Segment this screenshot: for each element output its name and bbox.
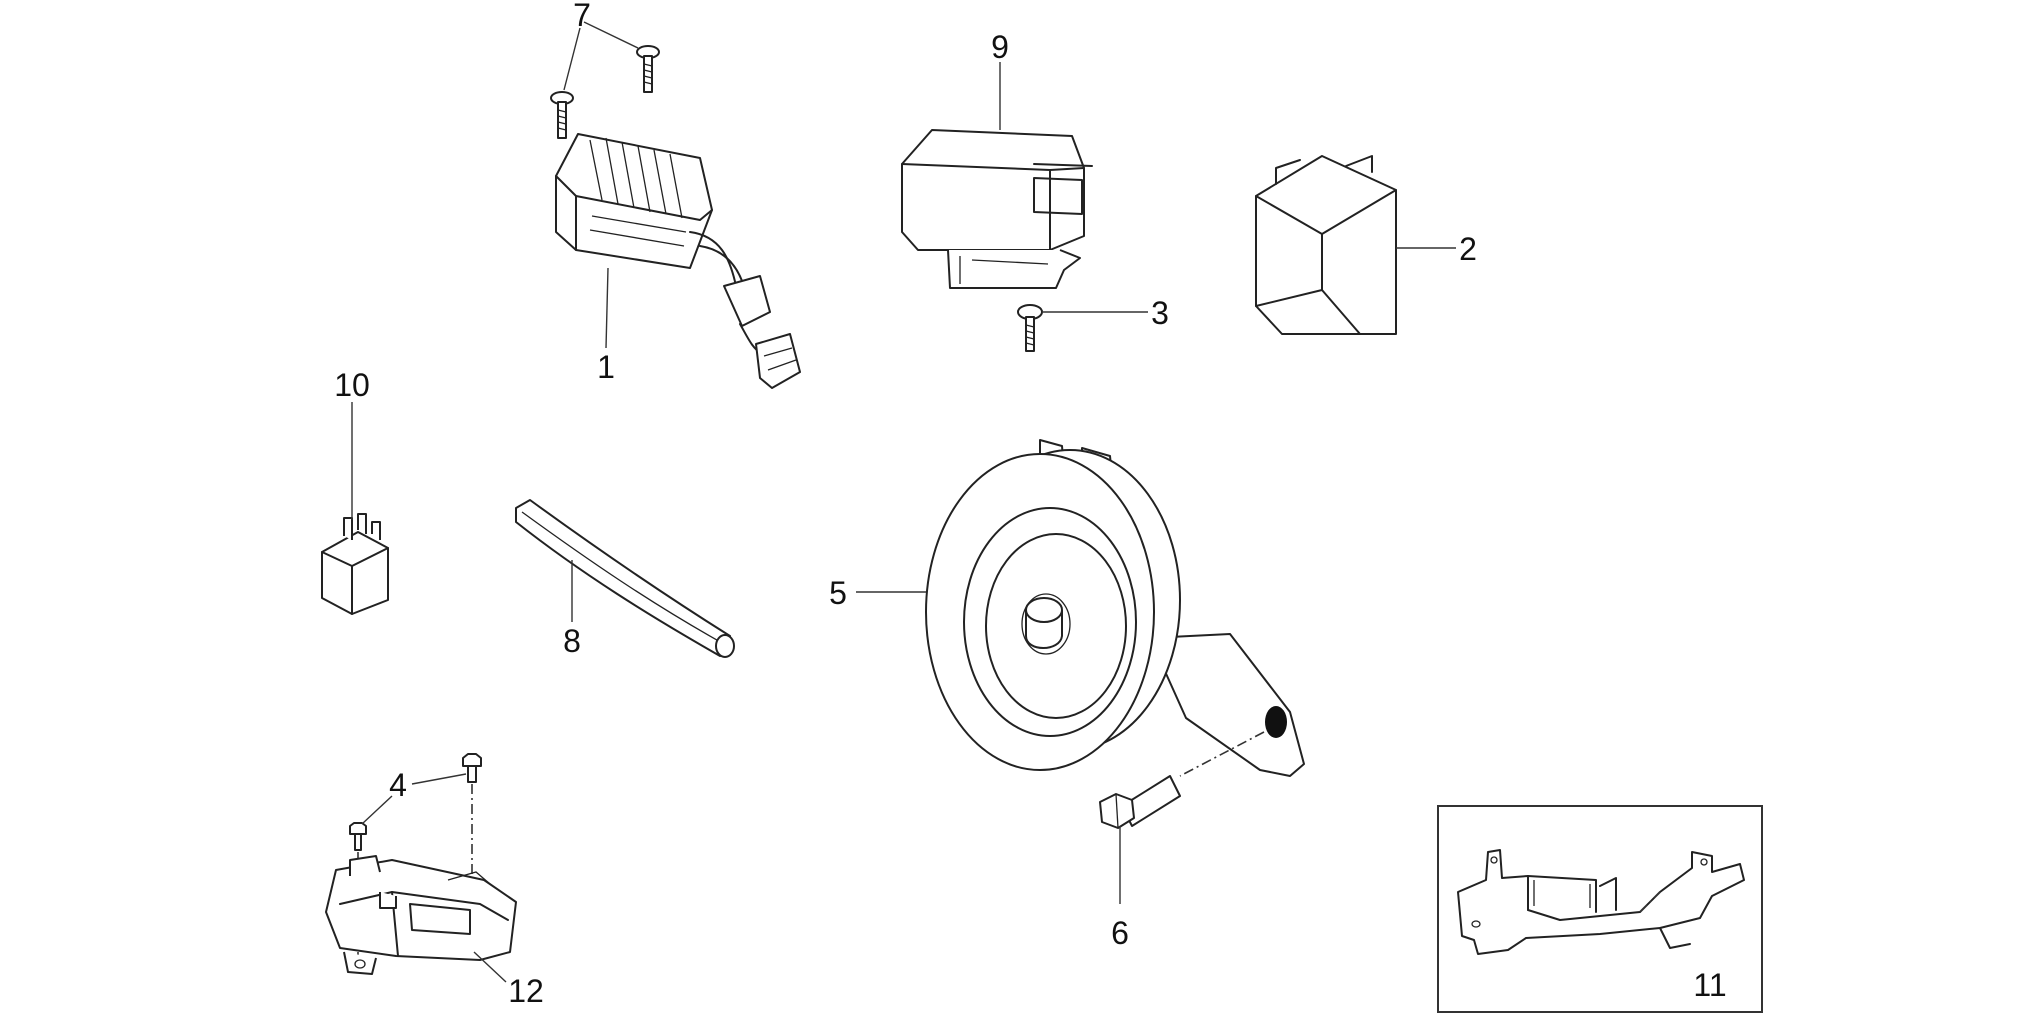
callout-5: 5 bbox=[829, 575, 847, 611]
part-9-relay-housing bbox=[901, 129, 1093, 289]
part-4-screws bbox=[349, 753, 482, 851]
part-1-voltage-regulator bbox=[555, 133, 801, 389]
callout-9: 9 bbox=[991, 29, 1009, 65]
callout-3: 3 bbox=[1151, 295, 1169, 331]
part-8-rubber-strip bbox=[515, 499, 735, 658]
part-11-bracket-box bbox=[1437, 805, 1763, 1013]
callout-10: 10 bbox=[334, 367, 370, 403]
part-7-screws bbox=[550, 45, 660, 139]
callout-1: 1 bbox=[597, 349, 615, 385]
callout-6: 6 bbox=[1111, 915, 1129, 951]
callout-7: 7 bbox=[573, 0, 591, 33]
callout-2: 2 bbox=[1459, 231, 1477, 267]
callout-12: 12 bbox=[508, 973, 544, 1009]
callout-4: 4 bbox=[389, 767, 407, 803]
callout-8: 8 bbox=[563, 623, 581, 659]
part-5-horn bbox=[925, 439, 1305, 777]
part-12-control-unit bbox=[325, 784, 517, 975]
part-10-relay bbox=[321, 513, 389, 615]
part-3-screw bbox=[1017, 304, 1043, 352]
callout-11: 11 bbox=[1693, 967, 1726, 1003]
part-2-flasher-unit bbox=[1255, 155, 1397, 335]
part-6-bolt bbox=[1099, 731, 1265, 829]
